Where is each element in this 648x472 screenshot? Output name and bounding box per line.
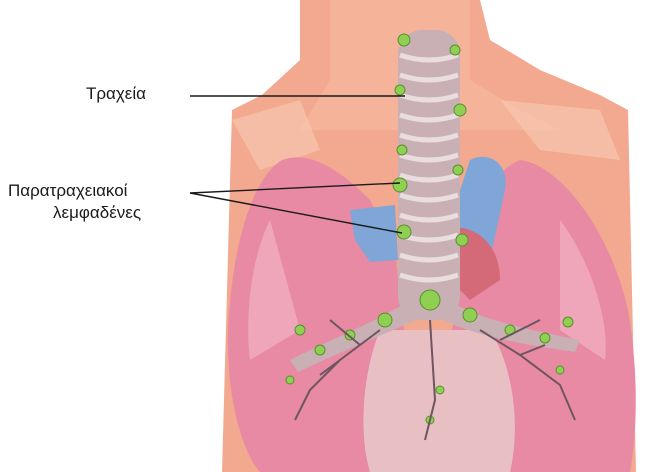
trachea-label: Τραχεία [86,84,146,104]
mediastinum [363,330,514,472]
paratracheal-label-line1: Παρατραχειακοί [8,181,127,201]
paratracheal-label-line2: λεμφαδένες [53,203,141,223]
